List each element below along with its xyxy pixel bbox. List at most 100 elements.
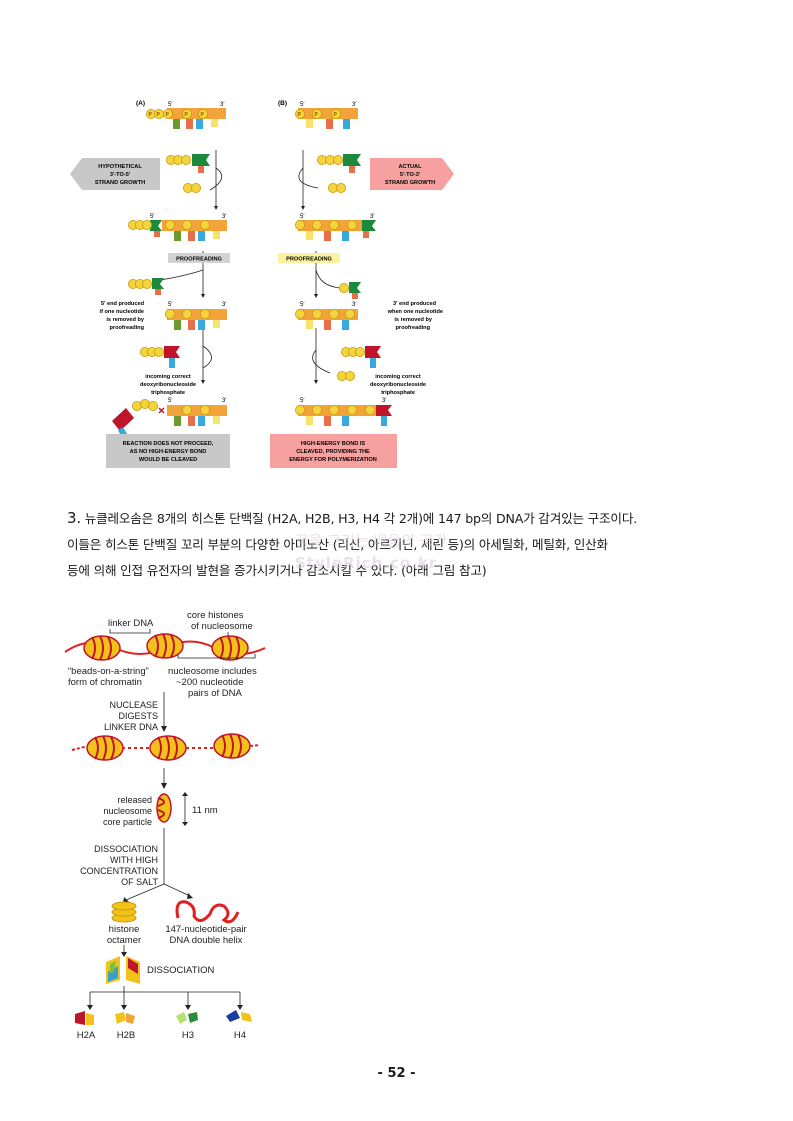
actual-box: ACTUAL 5′-TO-3′ STRAND GROWTH <box>370 158 454 190</box>
svg-text:P: P <box>166 112 170 118</box>
svg-text:3′: 3′ <box>220 102 225 108</box>
svg-text:P: P <box>149 112 153 118</box>
svg-text:5′: 5′ <box>168 102 173 108</box>
svg-text:PROOFREADING: PROOFREADING <box>286 257 332 263</box>
nuclease-label-3: LINKER DNA <box>104 722 158 732</box>
released-core-particle <box>156 793 172 823</box>
removed-nucleotide-b <box>338 282 361 299</box>
svg-text:HIGH-ENERGY BOND IS: HIGH-ENERGY BOND IS <box>301 441 366 447</box>
svg-text:REACTION DOES NOT PROCEED,: REACTION DOES NOT PROCEED, <box>123 441 214 447</box>
panel-b-label: (B) <box>278 100 287 107</box>
svg-text:deoxyribonucleoside: deoxyribonucleoside <box>140 382 196 388</box>
paragraph-line-3: 등에 의해 인접 유전자의 발현을 증가시키거나 감소시킬 수 있다. (아래 … <box>67 563 487 578</box>
page-number: - 52 - <box>377 1066 416 1081</box>
svg-text:WOULD BE CLEAVED: WOULD BE CLEAVED <box>139 457 197 463</box>
released-label-2: nucleosome <box>103 806 152 816</box>
beads-label-1: “beads-on-a-string” <box>68 666 149 677</box>
svg-text:3′ end produced: 3′ end produced <box>393 301 437 307</box>
digested-chromatin <box>71 733 261 761</box>
svg-text:P: P <box>334 112 338 118</box>
svg-text:5′ end produced: 5′ end produced <box>101 301 145 307</box>
released-label-1: released <box>117 795 152 805</box>
dissociation-salt-1: DISSOCIATION <box>94 844 158 854</box>
svg-text:P: P <box>201 112 205 118</box>
histone-h3-pair <box>176 1012 198 1024</box>
svg-text:5′: 5′ <box>300 398 305 404</box>
result-box-a: REACTION DOES NOT PROCEED, AS NO HIGH-EN… <box>106 434 230 468</box>
svg-text:5′: 5′ <box>150 214 155 220</box>
strand-b1: 5′ 3′ P P P <box>294 102 358 129</box>
paragraph-line-1-text: 뉴클레오솜은 8개의 히스톤 단백질 (H2A, H2B, H3, H4 각 2… <box>80 511 638 526</box>
svg-text:proofreading: proofreading <box>110 325 145 331</box>
label-h3: H3 <box>182 1030 194 1041</box>
dissociation-salt-2: WITH HIGH <box>110 855 158 865</box>
body-paragraph: 3. 뉴클레오솜은 8개의 히스톤 단백질 (H2A, H2B, H3, H4 … <box>67 505 737 584</box>
svg-text:3′: 3′ <box>222 302 227 308</box>
note-3-end: 3′ end produced when one nucleotide is r… <box>387 301 443 331</box>
proofreading-label-a: PROOFREADING <box>168 253 230 263</box>
hypothetical-box: HYPOTHETICAL 3′-TO-5′ STRAND GROWTH <box>70 158 160 190</box>
paragraph-line-1: 3. 뉴클레오솜은 8개의 히스톤 단백질 (H2A, H2B, H3, H4 … <box>67 505 737 532</box>
paragraph-line-2: 이들은 히스톤 단백질 꼬리 부분의 다양한 아미노산 (리신, 아르기닌, 세… <box>67 537 608 552</box>
released-label-3: core particle <box>103 817 152 827</box>
dissociation-label: DISSOCIATION <box>147 965 215 976</box>
svg-text:STRAND GROWTH: STRAND GROWTH <box>385 180 435 186</box>
label-h2a: H2A <box>77 1030 96 1041</box>
svg-text:P: P <box>157 112 161 118</box>
svg-text:ACTUAL: ACTUAL <box>399 164 423 170</box>
incoming-nucleotide-a1 <box>165 154 210 194</box>
core-histones-label-2: of nucleosome <box>191 621 253 632</box>
strand-b3: 5′ 3′ <box>294 302 358 330</box>
svg-text:3′: 3′ <box>352 102 357 108</box>
dissociating-octamer <box>106 956 140 984</box>
label-h2b: H2B <box>117 1030 135 1041</box>
svg-text:P: P <box>315 112 319 118</box>
result-box-b: HIGH-ENERGY BOND IS CLEAVED, PROVIDING T… <box>270 434 397 468</box>
svg-text:triphosphate: triphosphate <box>151 390 185 396</box>
beads-on-string <box>64 633 266 661</box>
nucleosome-includes-2: ~200 nucleotide <box>176 677 243 688</box>
panel-a-label: (A) <box>136 100 145 107</box>
svg-text:incoming correct: incoming correct <box>375 374 421 380</box>
svg-text:incoming correct: incoming correct <box>145 374 191 380</box>
svg-text:3′: 3′ <box>352 302 357 308</box>
histone-octamer <box>111 901 137 923</box>
incoming-correct-b <box>336 346 381 382</box>
linker-dna-label: linker DNA <box>108 618 154 629</box>
svg-text:HYPOTHETICAL: HYPOTHETICAL <box>98 164 142 170</box>
strand-a2: 5′ 3′ <box>127 214 227 241</box>
incoming-label-a: incoming correct deoxyribonucleoside tri… <box>140 374 196 396</box>
size-label: 11 nm <box>192 805 218 816</box>
svg-text:P: P <box>185 112 189 118</box>
svg-text:5′: 5′ <box>168 398 173 404</box>
svg-text:5′: 5′ <box>300 102 305 108</box>
histone-h2b-pair <box>115 1012 135 1024</box>
histone-h4-pair <box>226 1010 252 1022</box>
strand-a3: 5′ 3′ <box>164 302 227 330</box>
dissociation-salt-3: CONCENTRATION <box>80 866 158 876</box>
note-5-end: 5′ end produced if one nucleotide is rem… <box>100 301 145 331</box>
strand-a1: 5′ 3′ P P P P P <box>145 102 226 129</box>
label-h4: H4 <box>234 1030 246 1041</box>
svg-text:STRAND GROWTH: STRAND GROWTH <box>95 180 145 186</box>
nucleosome-includes-3: pairs of DNA <box>188 688 243 699</box>
strand-a4: 5′ 3′ <box>112 398 227 439</box>
svg-text:3′: 3′ <box>370 214 375 220</box>
svg-text:when one nucleotide: when one nucleotide <box>387 309 443 315</box>
svg-text:P: P <box>298 112 302 118</box>
svg-text:if one nucleotide: if one nucleotide <box>100 309 144 315</box>
svg-text:is removed by: is removed by <box>106 317 145 323</box>
histone-octamer-label-2: octamer <box>107 935 141 946</box>
strand-b4: 5′ 3′ <box>294 398 392 426</box>
histone-octamer-label-1: histone <box>109 924 140 935</box>
nuclease-label-2: DIGESTS <box>118 711 158 721</box>
svg-text:3′: 3′ <box>382 398 387 404</box>
core-histones-label-1: core histones <box>187 610 244 621</box>
histone-h2a-pair <box>75 1011 94 1025</box>
incoming-label-b: incoming correct deoxyribonucleoside tri… <box>370 374 426 396</box>
svg-text:PROOFREADING: PROOFREADING <box>176 257 222 263</box>
beads-label-2: form of chromatin <box>68 677 142 688</box>
svg-text:5′: 5′ <box>300 214 305 220</box>
item-number: 3. <box>67 509 81 527</box>
incoming-nucleotide-b1 <box>316 154 361 194</box>
